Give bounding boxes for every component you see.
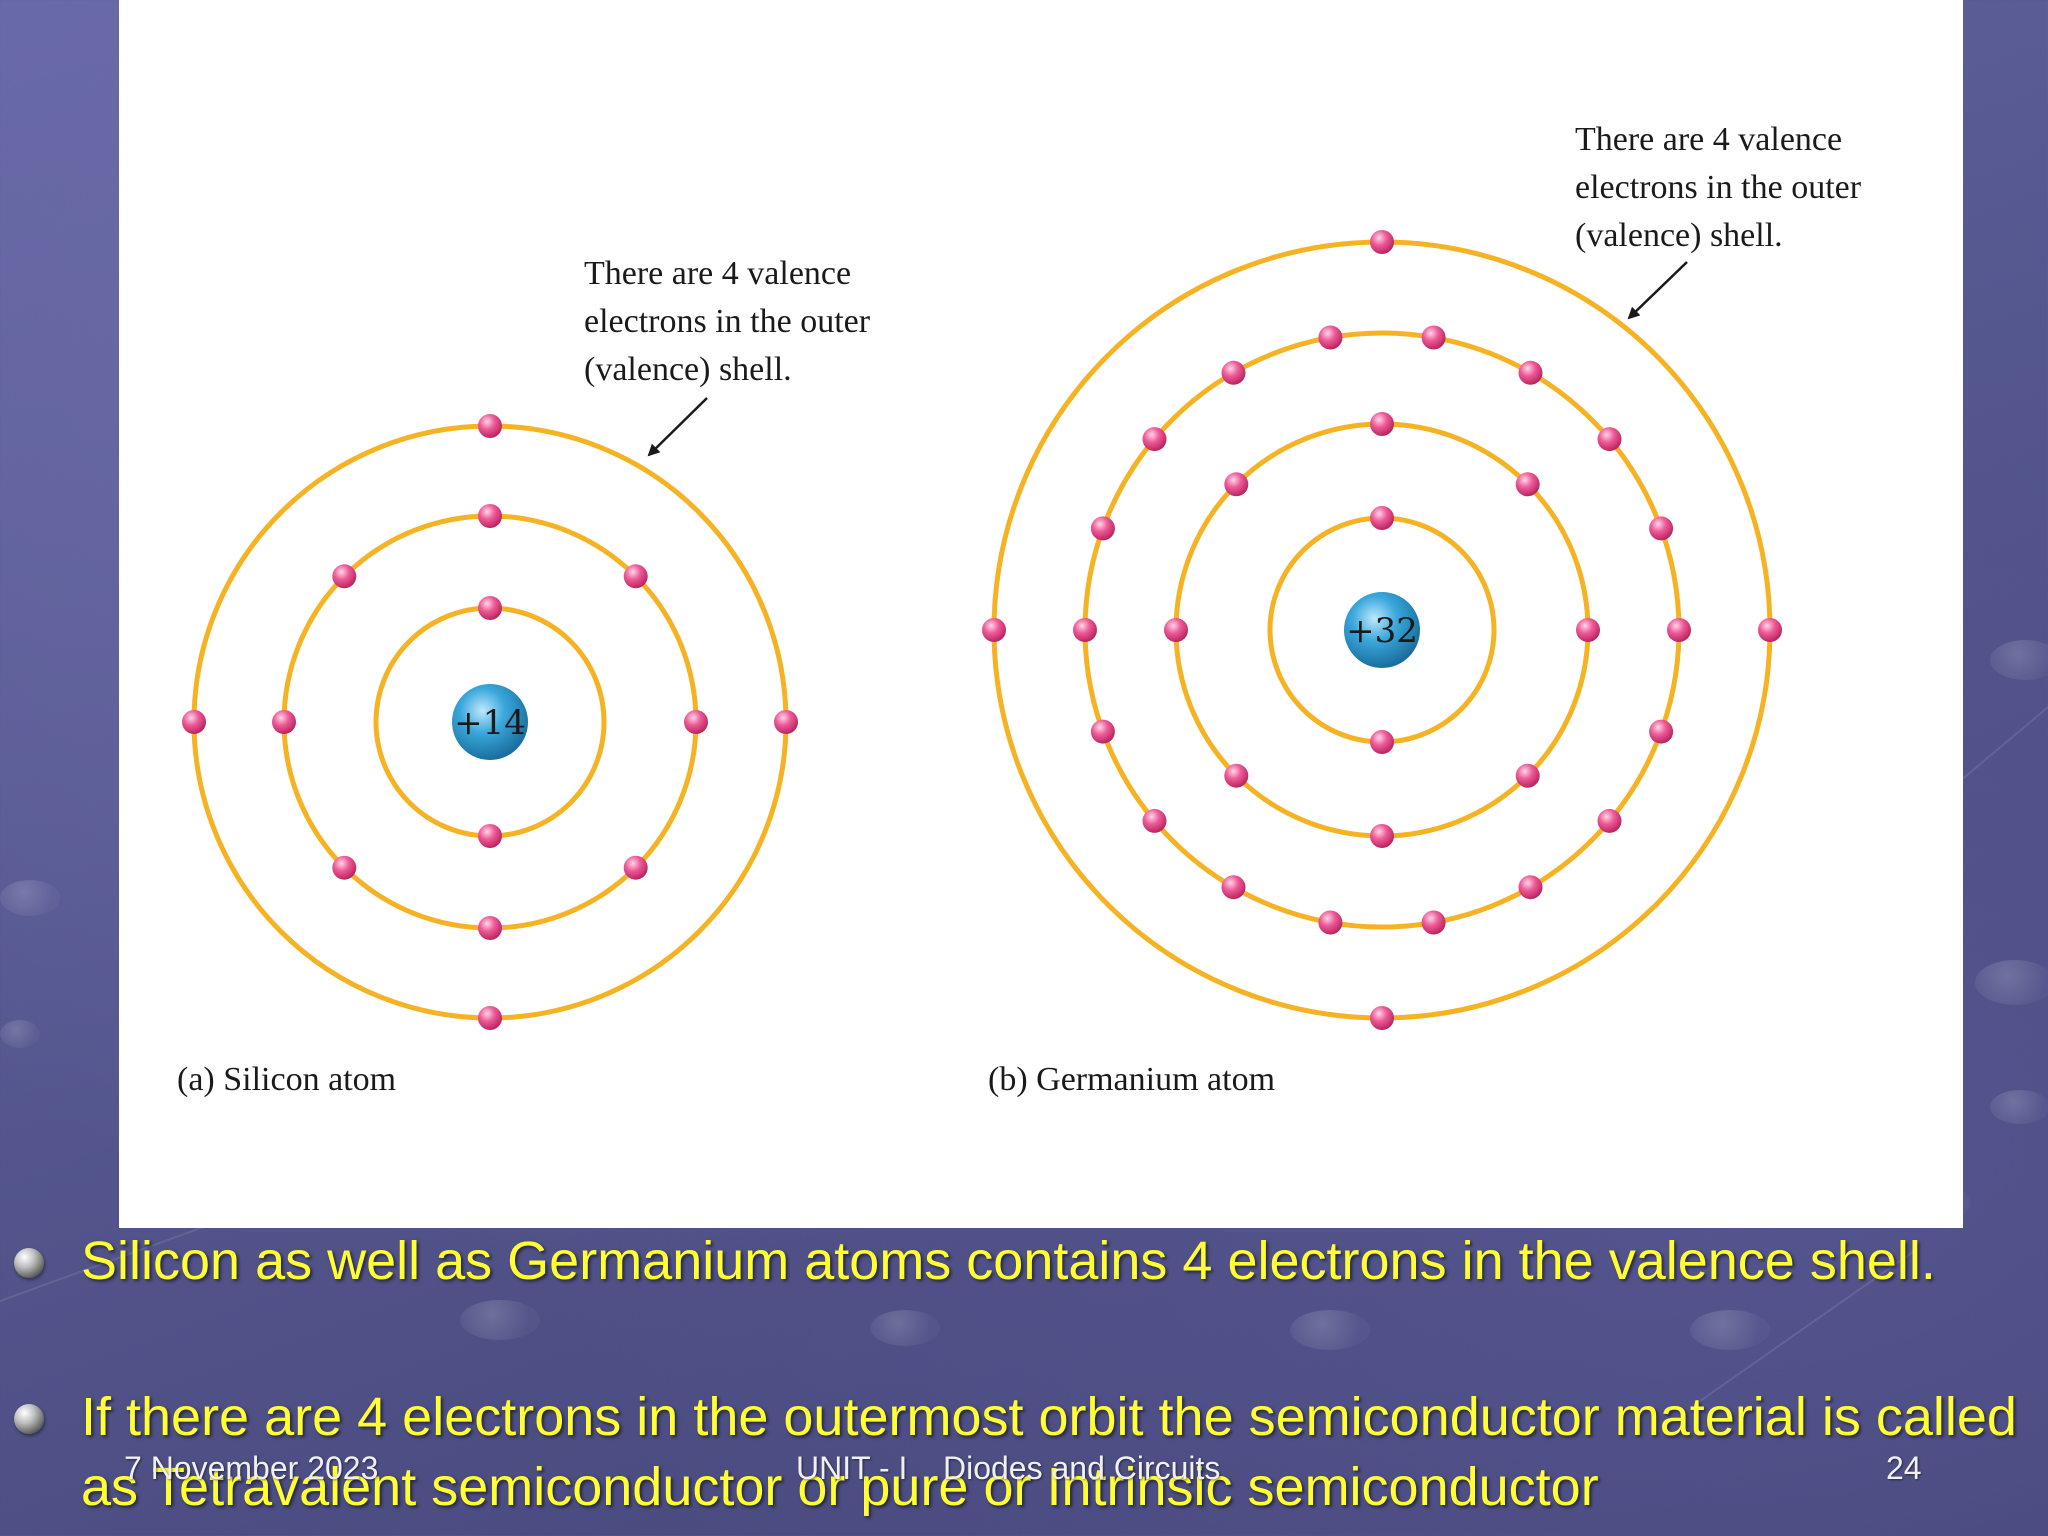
background-bubble xyxy=(1990,1090,2048,1124)
silicon-annotation-line-1: There are 4 valence xyxy=(584,255,851,292)
bullet-sphere-icon xyxy=(14,1404,44,1434)
germanium-nucleus-label: +32 xyxy=(1346,611,1418,651)
silicon-electron-shell2-5 xyxy=(272,710,296,734)
background-bubble xyxy=(460,1300,540,1340)
silicon-nucleus xyxy=(452,684,528,760)
silicon-atom: +14 xyxy=(182,414,798,1030)
silicon-annotation-line-2: electrons in the outer xyxy=(584,303,871,340)
atom-diagram-panel: +14 There are 4 valence electrons in the… xyxy=(119,0,1963,1228)
germanium-electron-shell3-5 xyxy=(1421,325,1446,350)
background-bubble xyxy=(1690,1310,1770,1350)
germanium-electron-shell1-2 xyxy=(1370,730,1394,754)
germanium-electron-shell2-5 xyxy=(1164,618,1188,642)
silicon-electron-shell2-7 xyxy=(478,916,502,940)
germanium-electron-shell4-4 xyxy=(1370,1006,1394,1030)
germanium-electron-shell2-6 xyxy=(1224,763,1249,788)
germanium-electron-shell3-2 xyxy=(1649,516,1674,541)
germanium-annotation-line-3: (valence) shell. xyxy=(1575,217,1783,254)
bullet-text-2: If there are 4 electrons in the outermos… xyxy=(81,1387,2017,1517)
germanium-electron-shell3-17 xyxy=(1597,808,1622,833)
germanium-electron-shell3-7 xyxy=(1221,360,1246,385)
silicon-electron-shell3-4 xyxy=(478,1006,502,1030)
silicon-electron-shell2-1 xyxy=(684,710,708,734)
silicon-electron-shell3-2 xyxy=(478,414,502,438)
germanium-electron-shell4-3 xyxy=(982,618,1006,642)
silicon-electron-shell3-1 xyxy=(774,710,798,734)
background-bubble xyxy=(1290,1310,1370,1350)
germanium-electron-shell3-3 xyxy=(1597,427,1622,452)
germanium-electron-shell2-2 xyxy=(1515,472,1540,497)
germanium-nucleus xyxy=(1344,592,1420,668)
germanium-electron-shell2-7 xyxy=(1370,824,1394,848)
silicon-electron-shell1-2 xyxy=(478,824,502,848)
footer-date: 7 November 2023 xyxy=(124,1450,379,1486)
germanium-electron-shell2-1 xyxy=(1576,618,1600,642)
silicon-electron-shell2-2 xyxy=(623,564,648,589)
germanium-annotation: There are 4 valence electrons in the out… xyxy=(1575,121,1862,254)
silicon-electron-shell2-4 xyxy=(332,564,357,589)
germanium-electron-shell3-1 xyxy=(1667,618,1691,642)
germanium-electron-shell3-16 xyxy=(1518,875,1543,900)
footer-title: UNIT - I Diodes and Circuits xyxy=(796,1450,1221,1486)
silicon-annotation-arrow xyxy=(647,397,708,457)
germanium-electron-shell3-8 xyxy=(1142,427,1167,452)
silicon-nucleus-label: +14 xyxy=(454,703,526,743)
silicon-electron-shell1-1 xyxy=(478,596,502,620)
silicon-annotation-line-3: (valence) shell. xyxy=(584,351,792,388)
germanium-electron-shell3-11 xyxy=(1090,719,1115,744)
bullet-sphere-icon xyxy=(14,1248,44,1278)
germanium-annotation-arrow xyxy=(1627,261,1688,320)
germanium-electrons xyxy=(982,230,1782,1030)
germanium-electron-shell2-4 xyxy=(1224,472,1249,497)
germanium-electron-shell2-8 xyxy=(1515,763,1540,788)
germanium-electron-shell3-10 xyxy=(1073,618,1097,642)
silicon-electron-shell3-3 xyxy=(182,710,206,734)
germanium-electron-shell3-9 xyxy=(1090,516,1115,541)
silicon-electron-shell2-3 xyxy=(478,504,502,528)
background-bubble xyxy=(1975,960,2048,1005)
silicon-electron-shell2-6 xyxy=(332,855,357,880)
silicon-caption: (a) Silicon atom xyxy=(177,1061,396,1098)
germanium-atom: +32 xyxy=(982,230,1782,1030)
germanium-annotation-line-2: electrons in the outer xyxy=(1575,169,1862,206)
germanium-electron-shell4-2 xyxy=(1370,230,1394,254)
germanium-caption: (b) Germanium atom xyxy=(988,1061,1275,1098)
germanium-electron-shell3-14 xyxy=(1318,910,1343,935)
silicon-annotation: There are 4 valence electrons in the out… xyxy=(584,255,871,388)
germanium-electron-shell3-4 xyxy=(1518,360,1543,385)
background-bubble xyxy=(1990,640,2048,680)
silicon-electron-shell2-8 xyxy=(623,855,648,880)
germanium-annotation-line-1: There are 4 valence xyxy=(1575,121,1842,158)
germanium-electron-shell1-1 xyxy=(1370,506,1394,530)
background-line xyxy=(1959,703,2048,782)
footer-page-number: 24 xyxy=(1886,1450,1922,1486)
background-bubble xyxy=(870,1310,940,1346)
background-bubble xyxy=(0,880,60,916)
germanium-electron-shell3-13 xyxy=(1221,875,1246,900)
bullet-text-1: Silicon as well as Germanium atoms conta… xyxy=(81,1231,1936,1291)
background-bubble xyxy=(0,1020,40,1048)
germanium-electron-shell3-15 xyxy=(1421,910,1446,935)
germanium-electron-shell3-12 xyxy=(1142,808,1167,833)
germanium-electron-shell4-1 xyxy=(1758,618,1782,642)
germanium-electron-shell3-6 xyxy=(1318,325,1343,350)
germanium-electron-shell3-18 xyxy=(1649,719,1674,744)
atom-diagram: +14 There are 4 valence electrons in the… xyxy=(177,121,1862,1098)
silicon-electrons xyxy=(182,414,798,1030)
germanium-electron-shell2-3 xyxy=(1370,412,1394,436)
